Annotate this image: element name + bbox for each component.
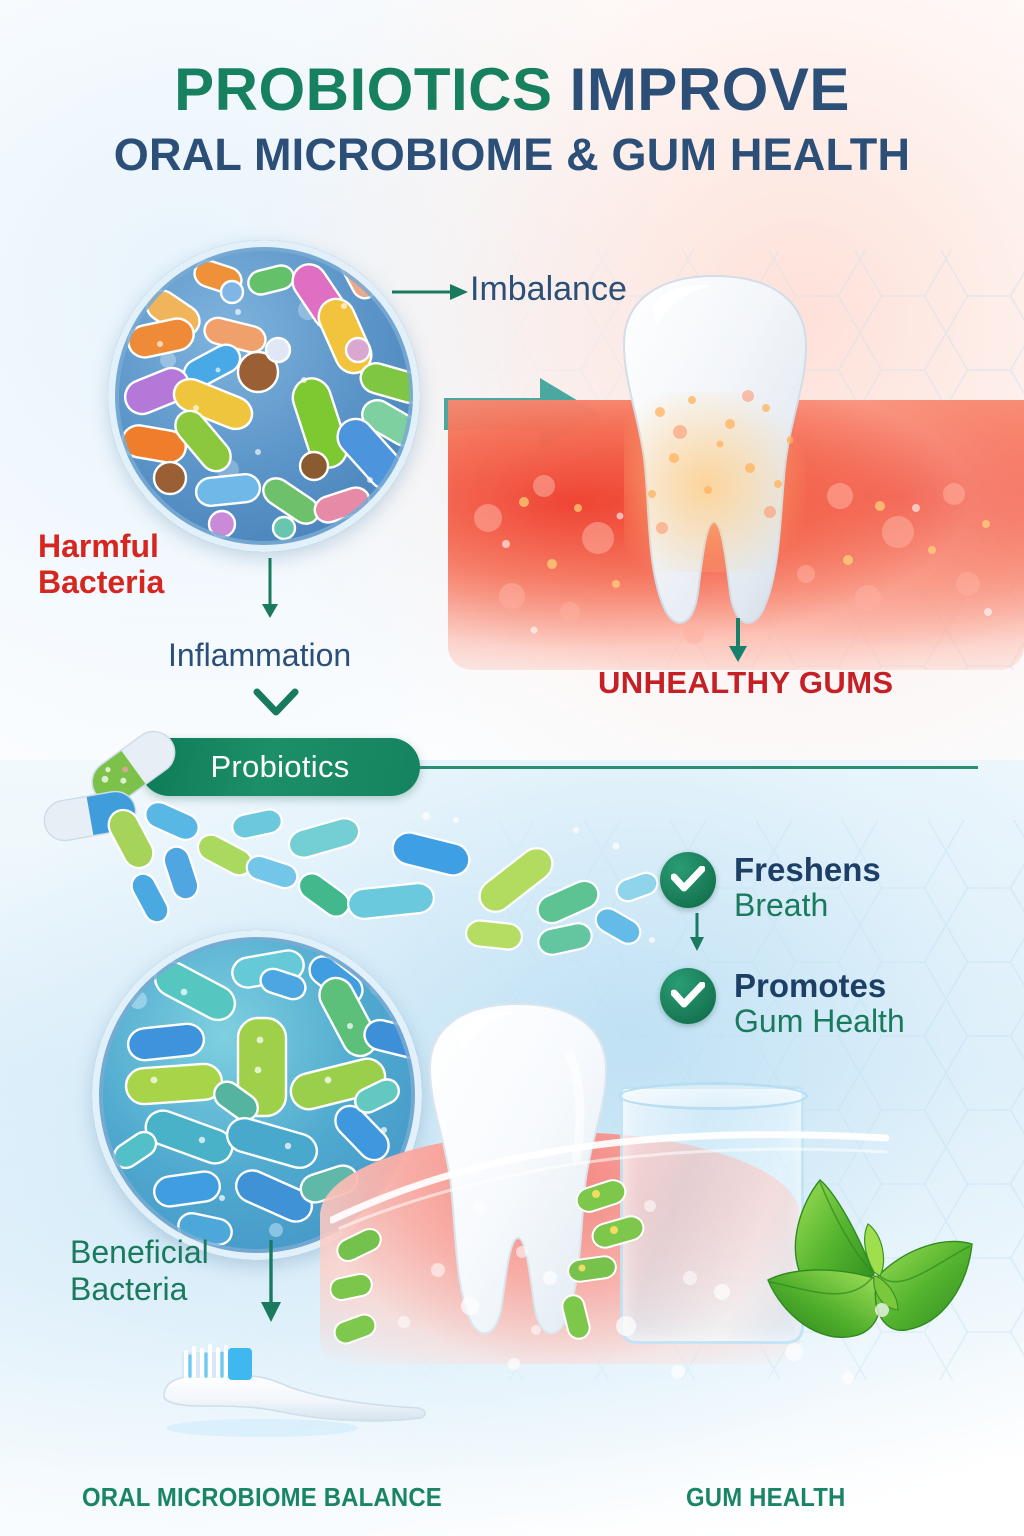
probiotics-badge-label: Probiotics <box>210 749 350 784</box>
benefit-title: Promotes <box>734 967 887 1004</box>
benefit-title: Freshens <box>734 851 881 888</box>
check-icon <box>660 968 716 1024</box>
gum-inflammation-bubbles <box>448 398 1024 675</box>
footer-label-left: ORAL MICROBIOME BALANCE <box>82 1482 442 1512</box>
inflammation-label: Inflammation <box>168 637 352 673</box>
page-title-line1: PROBIOTICS IMPROVE <box>0 58 1024 121</box>
harmful-bacteria-microscope-icon <box>108 240 420 552</box>
beneficial-bacteria-label-text: Beneficial Bacteria <box>70 1234 209 1307</box>
page-header: PROBIOTICS IMPROVE ORAL MICROBIOME & GUM… <box>0 58 1024 181</box>
harmful-bacteria-label-text: Harmful Bacteria <box>38 528 165 601</box>
title-word-probiotics: PROBIOTICS <box>174 56 553 123</box>
beneficial-bacteria-arrow-down-icon <box>258 1240 284 1333</box>
gum-beneficial-bacteria <box>329 1160 770 1365</box>
benefit-subtitle: Breath <box>734 886 829 923</box>
probiotics-badge: Probiotics <box>140 738 420 796</box>
imbalance-label: Imbalance <box>470 270 627 308</box>
unhealthy-tooth-illustration <box>600 272 830 637</box>
footer-label-right: GUM HEALTH <box>686 1482 846 1512</box>
water-glass-rim <box>618 1082 808 1110</box>
page-subtitle: ORAL MICROBIOME & GUM HEALTH <box>113 129 911 180</box>
sparkle-decorations <box>430 1256 950 1401</box>
inflammation-chevron-down-icon <box>252 686 300 725</box>
probiotic-bacteria-spray <box>96 790 676 975</box>
benefit-item-freshens-breath[interactable]: Freshens Breath <box>660 852 881 922</box>
microscope-ring-top <box>108 240 420 552</box>
toothbrush-icon <box>152 1330 432 1445</box>
unhealthy-gums-label: UNHEALTHY GUMS <box>598 665 894 700</box>
benefit-connector-arrow-icon <box>686 913 708 960</box>
beneficial-bacteria-label: Beneficial Bacteria <box>70 1234 209 1308</box>
unhealthy-gums-arrow-down-icon <box>726 618 750 671</box>
check-icon <box>660 852 716 908</box>
beneficial-bacteria-microscope-icon <box>92 930 422 1260</box>
title-word-improve: IMPROVE <box>569 56 850 123</box>
benefit-subtitle: Gum Health <box>734 1002 905 1039</box>
benefit-item-promotes-gum-health[interactable]: Promotes Gum Health <box>660 968 905 1038</box>
imbalance-arrow-icon <box>392 281 470 308</box>
inflammation-connector-icon <box>258 558 282 641</box>
harmful-bacteria-label: Harmful Bacteria <box>38 528 164 601</box>
tooth-shine-swoosh <box>328 1108 890 1243</box>
probiotics-divider-line <box>418 766 978 769</box>
